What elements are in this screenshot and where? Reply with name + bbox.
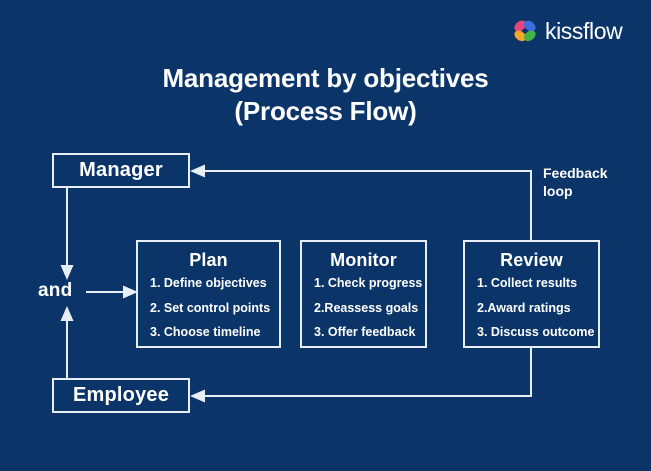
- and-junction-label: and: [38, 280, 73, 301]
- stage-box-plan[interactable]: Plan 1. Define objectives 2. Set control…: [136, 240, 281, 348]
- stage-title-monitor: Monitor: [330, 250, 397, 270]
- arrowhead-to-and-from-employee: [60, 306, 74, 321]
- stage-step: 2.Award ratings: [477, 300, 571, 315]
- brand-name: kissflow: [545, 17, 623, 44]
- employee-label: Employee: [72, 384, 170, 406]
- kissflow-butterfly-logo-icon: [514, 20, 536, 42]
- arrowhead-to-and-from-manager: [60, 265, 74, 280]
- arrowhead-to-employee: [190, 389, 205, 403]
- employee-box[interactable]: Employee: [52, 378, 190, 413]
- stage-steps-monitor: 1. Check progress 2.Reassess goals 3. Of…: [302, 277, 425, 339]
- page-title-line-2: (Process Flow): [234, 96, 417, 127]
- stage-box-review[interactable]: Review 1. Collect results 2.Award rating…: [463, 240, 600, 348]
- brand-logo: kissflow: [512, 17, 623, 44]
- stage-step: 2.Reassess goals: [314, 300, 419, 315]
- stage-step: 1. Check progress: [314, 276, 423, 290]
- stage-step: 3. Offer feedback: [314, 325, 416, 339]
- page-title-line-1: Management by objectives: [162, 63, 489, 93]
- feedback-loop-caption: Feedback loop: [543, 165, 608, 200]
- stage-title-review: Review: [500, 250, 563, 270]
- manager-box[interactable]: Manager: [52, 153, 190, 188]
- arrowhead-to-manager: [190, 164, 205, 178]
- manager-label: Manager: [79, 159, 163, 181]
- stage-step: 1. Collect results: [477, 276, 578, 290]
- feedback-loop-lower-path: [203, 348, 532, 397]
- stage-step: 1. Define objectives: [150, 276, 267, 290]
- stage-step: 3. Discuss outcome: [477, 325, 595, 339]
- stage-step: 3. Choose timeline: [150, 325, 261, 339]
- stage-box-monitor[interactable]: Monitor 1. Check progress 2.Reassess goa…: [300, 240, 427, 348]
- stage-step: 2. Set control points: [150, 300, 271, 315]
- feedback-loop-upper-path: [203, 170, 532, 240]
- stage-steps-review: 1. Collect results 2.Award ratings 3. Di…: [465, 277, 598, 339]
- page-title: Management by objectives (Process Flow): [0, 62, 651, 128]
- stage-title-plan: Plan: [189, 250, 228, 270]
- stage-steps-plan: 1. Define objectives 2. Set control poin…: [138, 277, 279, 339]
